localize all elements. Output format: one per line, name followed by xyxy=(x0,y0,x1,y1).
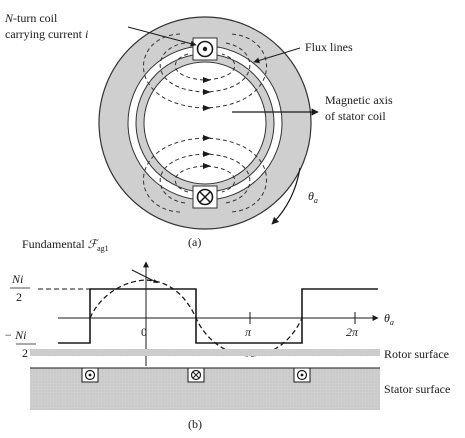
theta-a-label-top: θa xyxy=(308,189,318,205)
coil-leader xyxy=(127,26,197,47)
axis-label-line1: Magnetic axis xyxy=(325,93,393,107)
rotor-surface-label: Rotor surface xyxy=(384,347,449,361)
caption-a: (a) xyxy=(188,235,201,249)
caption-b: (b) xyxy=(188,417,202,431)
flux-label: Flux lines xyxy=(305,40,353,54)
conductor-in-bottom xyxy=(192,185,218,209)
stator-conductor-out-right xyxy=(293,367,311,383)
mmf-plot xyxy=(30,261,380,410)
ni-top-den: 2 xyxy=(16,290,22,304)
rotor-surface-strip xyxy=(30,349,380,356)
stator-conductor-out-left xyxy=(81,367,99,383)
theta-a-label-bottom: θa xyxy=(384,311,394,327)
stator-cross-section xyxy=(98,16,319,230)
tick-2pi-label: 2π xyxy=(346,325,359,339)
axis-label-line2: of stator coil xyxy=(325,109,386,123)
stator-surface-label: Stator surface xyxy=(384,382,450,396)
conductor-out-top xyxy=(192,37,218,61)
tick-zero-label: 0 xyxy=(141,325,147,339)
fundamental-label: Fundamental ℱag1 xyxy=(22,237,109,253)
tick-pi-label: π xyxy=(245,325,252,339)
fundamental-leader xyxy=(131,269,159,284)
rotor-inner xyxy=(143,61,267,185)
theta-arc xyxy=(271,167,301,225)
flux-arrows xyxy=(203,77,211,169)
ni-bot-num: − Ni xyxy=(4,328,26,342)
ni-top-num: Ni xyxy=(11,272,23,286)
square-wave-mmf xyxy=(58,288,378,344)
stator-conductor-in-middle xyxy=(187,367,205,383)
flux-leader xyxy=(253,47,301,64)
coil-label-line1: N-turn coil xyxy=(4,11,58,25)
coil-label-line2: carrying current i xyxy=(5,27,88,41)
ni-bot-den: 2 xyxy=(22,346,28,360)
